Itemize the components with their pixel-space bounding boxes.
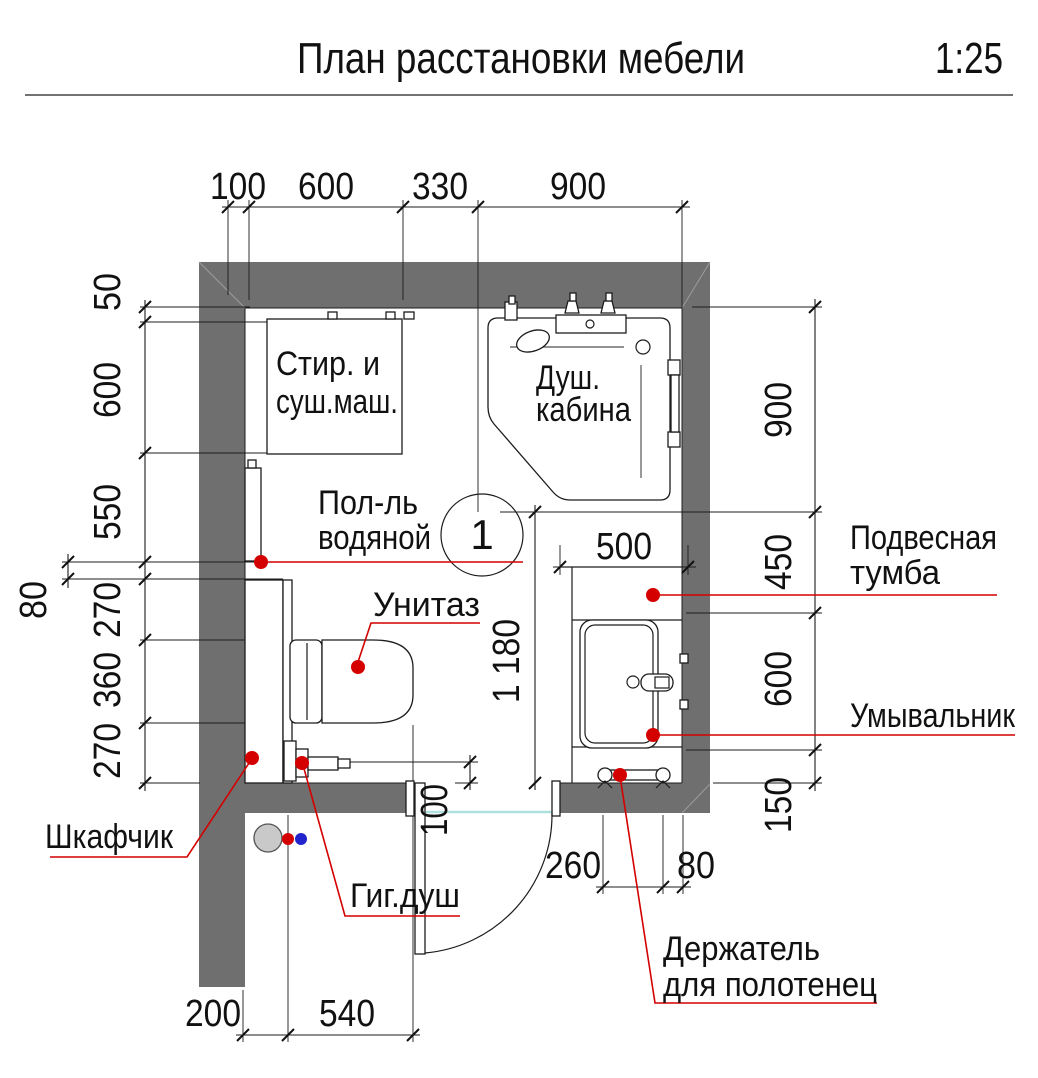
vanity-washbasin [560, 566, 689, 783]
basin-faucet [640, 673, 674, 692]
leader-dot-toilet [351, 660, 365, 674]
label-vanity-line1: Подвесная [850, 519, 997, 557]
dim-top-900: 900 [550, 166, 606, 208]
dim-left-270b: 270 [87, 723, 129, 779]
dim-wall-260: 260 [545, 845, 601, 887]
leader-dot-cabinet [245, 751, 259, 765]
dim-wall-80: 80 [677, 845, 715, 887]
label-cabinet: Шкафчик [45, 818, 174, 856]
leader-lines [50, 555, 1015, 1004]
toilet-fixture [289, 639, 414, 724]
room-marker: 1 [440, 493, 524, 577]
door-jamb-right [551, 780, 561, 817]
wall-outlet-tab [403, 311, 415, 320]
cold-water-point [295, 833, 307, 845]
dim-right-150: 150 [758, 777, 800, 833]
door [405, 780, 561, 955]
dim-left-550: 550 [87, 484, 129, 540]
label-towel-line1: Держатель [663, 930, 820, 968]
wall-left [199, 262, 245, 987]
dim-top-330: 330 [412, 166, 468, 208]
room-marker-number: 1 [470, 511, 493, 558]
label-towel-line2: для полотенец [663, 966, 877, 1004]
shower-drain [635, 339, 651, 355]
washer-hose-tab [327, 311, 338, 320]
dim-room-depth-1180: 1 180 [486, 619, 528, 703]
dim-door-100: 100 [414, 784, 456, 836]
cabinet-unit [244, 579, 293, 784]
shower-door-bracket [667, 359, 681, 376]
wall-right [682, 262, 710, 813]
furniture-labels: Стир. и суш.маш. Душ. кабина Пол-ль водя… [45, 345, 1016, 1004]
dim-right-600: 600 [758, 651, 800, 707]
door-swing-arc [424, 812, 553, 954]
dim-bottom-540: 540 [319, 993, 375, 1035]
shower-mixer-bar [555, 314, 627, 334]
pipe-riser-grey [253, 823, 283, 853]
shower-cabin [487, 292, 681, 501]
shower-door-bracket [667, 431, 681, 448]
label-shower-line2: кабина [536, 391, 631, 429]
wall-corner-miters [198, 261, 711, 814]
label-hyg-shower: Гиг.душ [350, 877, 460, 915]
label-washer-line2: суш.маш. [276, 383, 398, 421]
dim-right-450: 450 [758, 534, 800, 590]
drawing-scale: 1:25 [935, 34, 1003, 83]
vanity-bracket [679, 653, 689, 664]
leader-dot-floor-heating [254, 555, 268, 569]
label-floor-heating-line1: Пол-ль [318, 484, 418, 522]
dim-top-100: 100 [210, 166, 266, 208]
wall-top [199, 262, 682, 308]
label-vanity-line2: тумба [850, 554, 940, 592]
leader-dot-towel-holder [613, 768, 627, 782]
dim-left-270a: 270 [87, 582, 129, 638]
label-sink: Умывальник [850, 697, 1016, 735]
shower-valve [600, 300, 616, 314]
towel-rail-radiator [244, 459, 262, 562]
shower-head [516, 329, 550, 353]
washing-machine [266, 311, 415, 455]
dim-right-900: 900 [758, 382, 800, 438]
dim-left-50: 50 [87, 273, 129, 311]
walls [198, 261, 711, 987]
dim-left-360: 360 [87, 652, 129, 708]
extension-lines [62, 200, 822, 1042]
leader-dot-vanity [646, 588, 660, 602]
label-toilet: Унитаз [373, 586, 480, 624]
dim-left-outer-80: 80 [13, 581, 55, 619]
washer-hose-tab [385, 311, 396, 320]
dim-left-600: 600 [87, 362, 129, 418]
basin-drain [626, 675, 640, 689]
leader-dot-sink [646, 728, 660, 742]
label-washer-line1: Стир. и [276, 345, 380, 383]
vanity-bracket [679, 699, 689, 710]
page-title: План расстановки мебели [297, 34, 745, 83]
label-shower-line1: Душ. [536, 359, 600, 397]
dimension-labels: 100 600 330 900 50 600 550 270 360 270 8… [13, 166, 800, 1035]
leader-dot-hyg-shower [295, 756, 309, 770]
dim-bottom-200: 200 [185, 993, 241, 1035]
dim-top-600: 600 [298, 166, 354, 208]
hygienic-shower-fixture [283, 740, 351, 782]
water-risers [253, 823, 307, 853]
towel-holder [597, 767, 671, 789]
wall-bottom-left [245, 783, 408, 813]
dimension-ticks [61, 200, 822, 1042]
door-jamb-left [405, 780, 415, 817]
door-leaf [414, 782, 426, 955]
dim-vanity-500: 500 [596, 526, 652, 568]
shower-valve [564, 300, 580, 314]
label-floor-heating-line2: водяной [318, 519, 431, 557]
wall-bottom-right [560, 783, 710, 813]
hot-water-point [282, 833, 294, 845]
